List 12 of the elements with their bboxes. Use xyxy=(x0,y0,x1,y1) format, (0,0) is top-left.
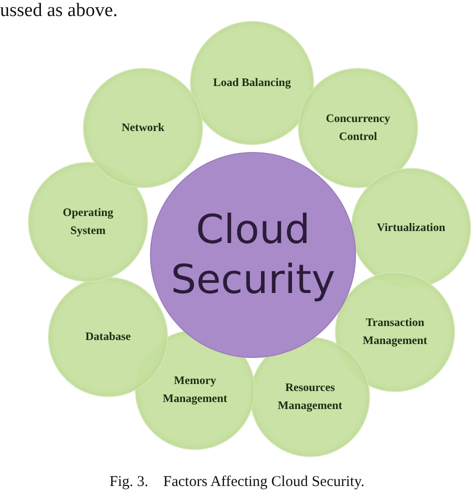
factor-label: Transaction Management xyxy=(362,316,428,349)
factor-label: Concurrency Control xyxy=(324,112,392,145)
factor-label: Memory Management xyxy=(162,374,228,407)
figure-caption: Fig. 3. Factors Affecting Cloud Security. xyxy=(108,474,366,491)
factor-label: Network xyxy=(120,120,166,136)
factor-label: Resources Management xyxy=(276,380,344,414)
factor-label: Operating System xyxy=(62,206,114,239)
central-label: Cloud Security xyxy=(170,206,336,305)
factor-label: Database xyxy=(84,330,132,345)
factor-label: Load Balancing xyxy=(212,76,292,91)
factor-label: Virtualization xyxy=(376,220,446,236)
body-text-fragment: ussed as above. xyxy=(0,0,118,22)
